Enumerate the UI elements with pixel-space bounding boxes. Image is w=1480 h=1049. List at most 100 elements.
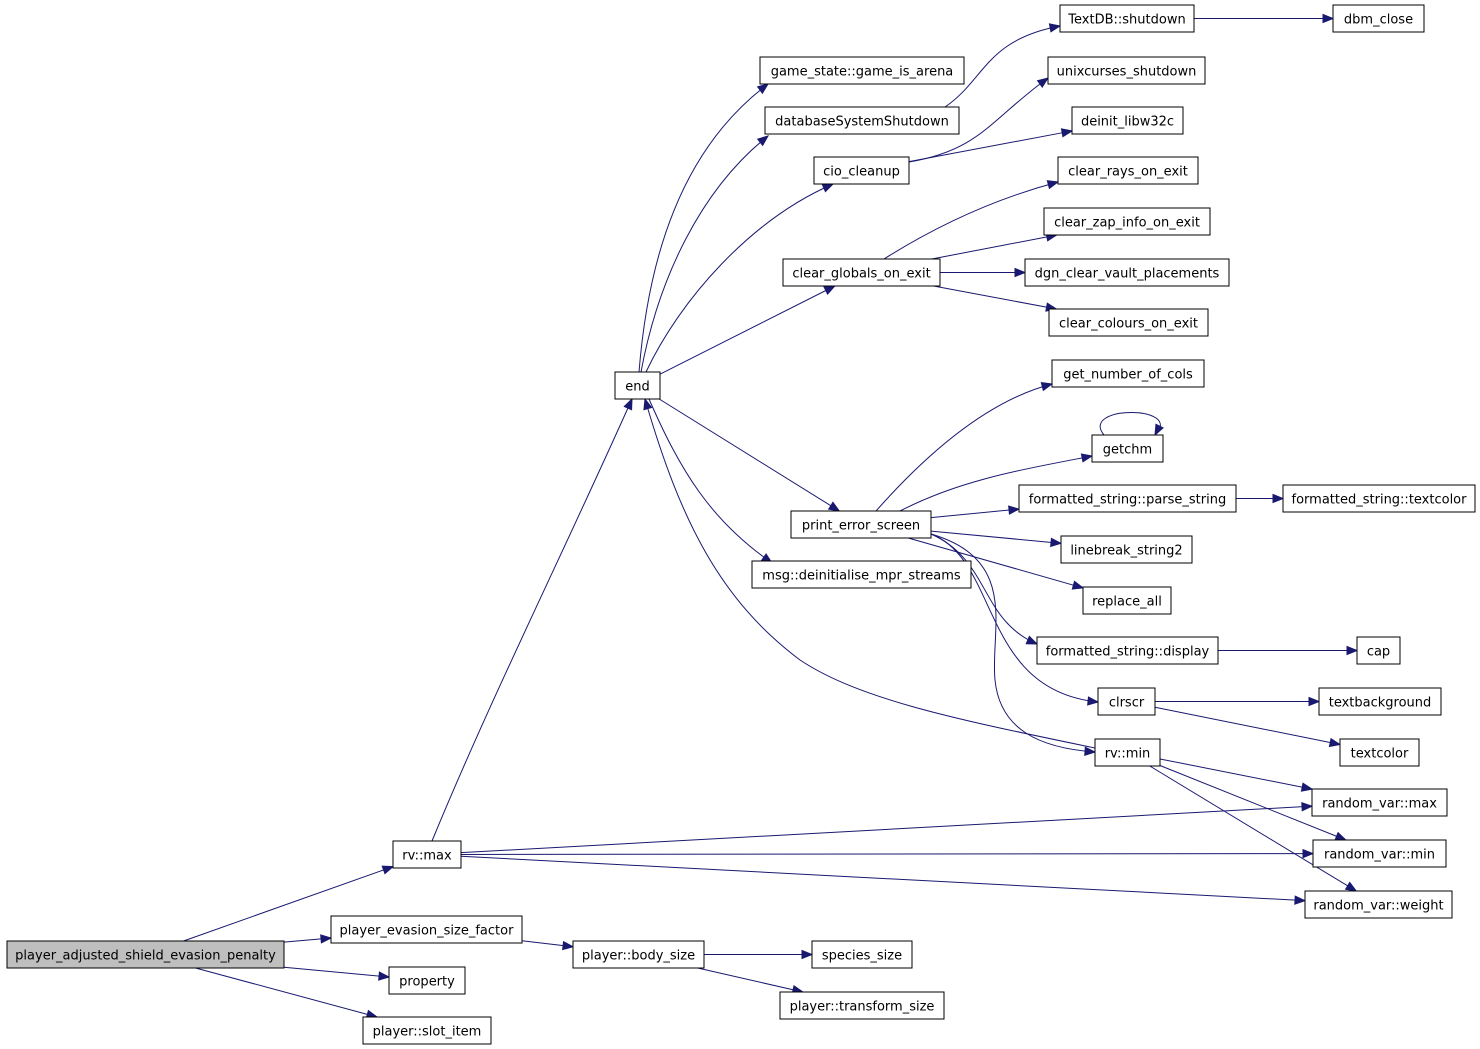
edge-root-to-rv-max-arrowhead [381,865,395,875]
node-textcolor[interactable]: textcolor [1339,738,1420,767]
node-label: rv::min [1105,747,1151,762]
node-box [751,560,972,589]
node-linebreak[interactable]: linebreak_string2 [1060,535,1193,564]
node-box [1051,359,1205,388]
node-label: dgn_clear_vault_placements [1035,267,1220,282]
node-label: getchm [1103,443,1152,458]
node-fs-display[interactable]: formatted_string::display [1036,636,1219,665]
edge-dbshutdown-to-textdb-shutdown-arrowhead [1048,23,1062,33]
node-parse-string[interactable]: formatted_string::parse_string [1018,484,1237,513]
edge-end-to-cio-cleanup [645,183,834,373]
edge-end-to-game-is-arena [638,83,769,373]
node-box [572,940,705,969]
node-label: clear_rays_on_exit [1068,165,1188,180]
node-box [1094,738,1161,767]
node-textdb-shutdown[interactable]: TextDB::shutdown [1059,4,1195,33]
edge-print-error-to-replace-all-arrowhead [1071,580,1085,590]
node-box [782,258,941,287]
edge-rv-max-to-end-arrowhead [623,397,633,411]
node-fs-textcolor[interactable]: formatted_string::textcolor [1282,484,1476,513]
node-box [1024,258,1230,287]
node-rv-min[interactable]: rv::min [1094,738,1161,767]
edge-root-to-slot-item [195,967,378,1018]
node-label: textcolor [1351,747,1409,762]
node-body-size[interactable]: player::body_size [572,940,705,969]
node-box [1059,4,1195,33]
edge-parse-string-to-fs-textcolor-arrowhead [1272,493,1285,504]
node-end[interactable]: end [614,371,661,400]
node-label: clear_colours_on_exit [1059,317,1198,332]
node-label: databaseSystemShutdown [775,115,949,130]
node-dbm-close[interactable]: dbm_close [1332,4,1425,33]
node-label: cap [1367,645,1390,660]
edge-getchm-to-getchm [1100,412,1161,436]
node-get-cols[interactable]: get_number_of_cols [1051,359,1205,388]
node-random-max[interactable]: random_var::max [1311,788,1448,817]
node-label: deinit_libw32c [1081,115,1174,130]
node-cio-cleanup[interactable]: cio_cleanup [813,156,910,185]
node-label: cio_cleanup [823,165,900,180]
node-box [1071,106,1184,135]
node-clear-zap[interactable]: clear_zap_info_on_exit [1043,207,1211,236]
edge-print-error-to-rv-min [930,533,1096,753]
node-game-is-arena[interactable]: game_state::game_is_arena [759,56,965,85]
edge-body-size-to-species-size-arrowhead [801,949,814,960]
edge-rv-min-to-random-weight [1149,765,1357,892]
node-box [1057,156,1199,185]
node-label: unixcurses_shutdown [1057,65,1197,80]
node-box [1082,586,1172,615]
node-clear-globals[interactable]: clear_globals_on_exit [782,258,941,287]
node-random-weight[interactable]: random_var::weight [1304,890,1453,919]
node-cap[interactable]: cap [1356,636,1401,665]
edge-pesf-to-body-size-arrowhead [562,940,575,951]
node-textbackground[interactable]: textbackground [1318,687,1442,716]
edge-rv-min-to-random-min-arrowhead [1334,831,1348,841]
edge-clear-globals-to-clear-colours [933,285,1057,310]
node-box [790,510,932,539]
node-root[interactable]: player_adjusted_shield_evasion_penalty [6,940,285,969]
node-box [6,940,285,969]
edge-dbshutdown-to-textdb-shutdown [944,25,1061,108]
node-replace-all[interactable]: replace_all [1082,586,1172,615]
node-label: dbm_close [1344,13,1413,28]
node-random-min[interactable]: random_var::min [1312,839,1447,868]
node-label: formatted_string::textcolor [1292,493,1468,508]
node-deinit-libw32c[interactable]: deinit_libw32c [1071,106,1184,135]
node-dbshutdown[interactable]: databaseSystemShutdown [764,106,960,135]
node-label: print_error_screen [802,519,920,534]
node-box [1356,636,1401,665]
node-print-error[interactable]: print_error_screen [790,510,932,539]
edge-root-to-pesf-arrowhead [320,934,333,944]
node-unixcurses[interactable]: unixcurses_shutdown [1047,56,1206,85]
edge-cio-cleanup-to-deinit-libw32c-arrowhead [1060,128,1074,138]
edge-clear-globals-to-clear-rays-arrowhead [1046,180,1060,190]
edge-rv-min-to-random-max-arrowhead [1300,782,1314,792]
node-getchm[interactable]: getchm [1091,434,1164,463]
node-clrscr[interactable]: clrscr [1097,687,1156,716]
node-clear-colours[interactable]: clear_colours_on_exit [1048,308,1209,337]
node-slot-item[interactable]: player::slot_item [362,1016,492,1045]
edge-clear-globals-to-clear-rays [883,181,1059,260]
node-box [813,156,910,185]
edge-clrscr-to-textcolor [1154,706,1341,746]
node-msg-deinit[interactable]: msg::deinitialise_mpr_streams [751,560,972,589]
node-transform-size[interactable]: player::transform_size [779,991,945,1020]
edge-print-error-to-linebreak-arrowhead [1050,537,1063,548]
node-box [388,966,466,995]
node-label: property [399,975,455,990]
node-dgn-clear[interactable]: dgn_clear_vault_placements [1024,258,1230,287]
edge-rv-min-to-random-min [1159,765,1347,841]
node-rv-max[interactable]: rv::max [392,840,462,869]
edge-print-error-to-linebreak [930,530,1062,544]
edge-end-to-print-error-arrowhead [827,501,841,512]
node-species-size[interactable]: species_size [811,940,913,969]
node-label: player_adjusted_shield_evasion_penalty [15,949,276,964]
node-clear-rays[interactable]: clear_rays_on_exit [1057,156,1199,185]
edge-print-error-to-replace-all [908,537,1084,589]
node-pesf[interactable]: player_evasion_size_factor [330,915,523,944]
edge-print-error-to-parse-string-arrowhead [1008,505,1021,515]
node-property[interactable]: property [388,966,466,995]
edge-end-to-dbshutdown [640,135,769,373]
node-label: player::slot_item [373,1025,482,1040]
